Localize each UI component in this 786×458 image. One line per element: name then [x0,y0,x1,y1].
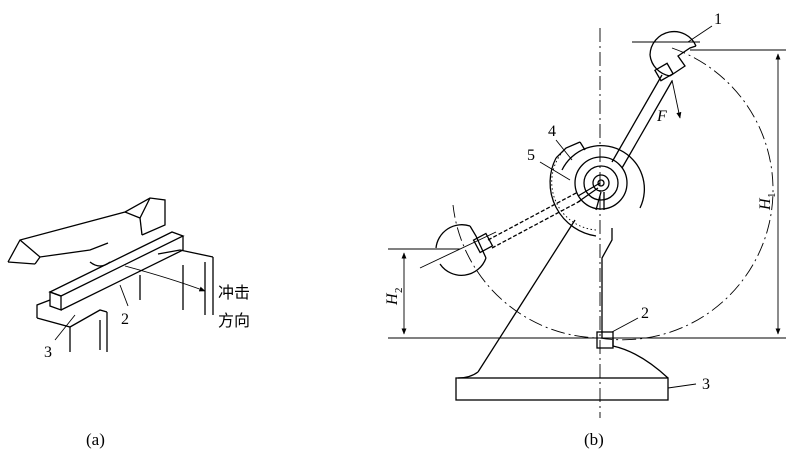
impact-direction-label-1: 冲击 [218,284,250,302]
pendulum-start-position [419,191,583,276]
caption-b: (b) [584,430,604,449]
caption-a: (a) [86,430,105,449]
label-b-1: 1 [714,11,722,28]
pendulum-hammer [632,30,700,77]
leader-1 [687,25,713,43]
svg-text:2: 2 [393,288,405,294]
figure-a-specimen-on-supports [7,197,214,352]
h2-label: H 2 [384,288,405,307]
specimen-bar [48,231,185,311]
impact-direction-arrow [124,265,206,292]
label-a-2: 2 [121,311,129,328]
force-label: F [656,108,667,125]
leader-3a [54,314,76,341]
label-b-3: 3 [702,376,710,393]
h1-dimension [690,49,786,335]
support-left [36,299,108,352]
support-right [139,249,214,315]
swing-arc [452,47,774,341]
label-b-2: 2 [641,305,649,322]
figure-b-pendulum-tester [388,25,786,418]
pivot-hub [574,156,628,211]
base-plate [455,377,669,401]
label-b-4: 4 [548,123,556,140]
pendulum-arm [611,62,674,169]
dial-scale [549,141,645,237]
anvil-block [7,197,166,267]
frame-column [457,219,669,379]
leader-3b [667,383,697,389]
label-b-5: 5 [527,147,535,164]
svg-text:H: H [384,292,401,306]
svg-text:H: H [757,197,774,211]
leader-4 [555,139,573,161]
leader-2b [611,317,639,333]
impact-direction-label-2: 方向 [218,312,250,330]
leader-5 [539,161,571,181]
force-arrow [671,79,682,119]
label-a-3: 3 [44,344,52,361]
leader-2a [119,284,129,307]
h1-label: H 1 [757,193,778,212]
svg-text:1: 1 [766,193,778,199]
h2-dimension [388,248,460,335]
specimen-b [596,331,614,349]
